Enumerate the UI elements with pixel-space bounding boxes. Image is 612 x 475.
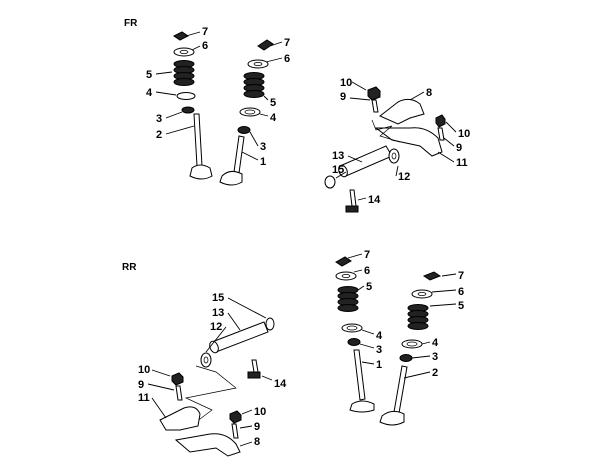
rr-rocker-callouts: 15 13 12 10 9 11 14 10 9 8 <box>138 292 287 448</box>
callout: 7 <box>202 26 208 38</box>
callout: 9 <box>138 379 144 391</box>
fr-left-valve <box>189 113 213 180</box>
callout: 9 <box>340 91 346 103</box>
callout: 3 <box>260 141 266 153</box>
callout: 12 <box>210 321 222 333</box>
callout: 3 <box>432 351 438 363</box>
rr-right-valve <box>379 365 408 426</box>
callout: 6 <box>364 265 370 277</box>
fr-left-valve-assembly <box>173 31 213 180</box>
fr-rocker-assembly <box>324 86 446 213</box>
callout: 7 <box>364 249 370 261</box>
callout: 5 <box>270 97 276 109</box>
callout: 10 <box>340 77 352 89</box>
rr-right-valve-assembly <box>379 271 442 426</box>
callout: 4 <box>376 330 383 342</box>
callout: 4 <box>146 87 153 99</box>
callout: 6 <box>284 53 290 65</box>
rr-valve-callouts: 7 6 5 4 3 1 7 6 5 4 3 2 <box>347 249 464 379</box>
rr-left-valve <box>349 349 375 413</box>
callout: 5 <box>366 281 372 293</box>
callout: 5 <box>146 69 152 81</box>
callout: 1 <box>260 156 266 168</box>
rr-left-valve-spring <box>337 286 359 312</box>
callout: 7 <box>284 37 290 49</box>
callout: 11 <box>456 157 468 169</box>
callout: 9 <box>456 142 462 154</box>
callout: 1 <box>376 359 382 371</box>
callout: 2 <box>432 367 438 379</box>
callout: 3 <box>376 344 382 356</box>
callout: 13 <box>332 150 344 162</box>
callout: 10 <box>138 364 150 376</box>
rr-rocker-assembly <box>159 317 275 457</box>
fr-rocker-callouts: 10 9 8 10 9 11 13 15 12 14 <box>332 77 470 206</box>
callout: 12 <box>398 171 410 183</box>
callout: 13 <box>212 307 224 319</box>
callout: 7 <box>458 270 464 282</box>
fr-right-valve-assembly <box>219 39 274 186</box>
callout: 5 <box>458 300 464 312</box>
callout: 3 <box>156 113 162 125</box>
callout: 8 <box>426 87 432 99</box>
fr-right-valve <box>219 135 245 186</box>
rr-left-valve-assembly <box>335 256 375 413</box>
callout: 15 <box>332 164 344 176</box>
fr-left-valve-spring <box>173 60 195 86</box>
callout: 9 <box>254 421 260 433</box>
section-label-front: FR <box>124 18 138 29</box>
callout: 14 <box>368 194 381 206</box>
callout: 4 <box>270 112 277 124</box>
callout: 10 <box>254 406 266 418</box>
callout: 8 <box>254 436 260 448</box>
fr-right-valve-spring <box>243 72 265 98</box>
callout: 2 <box>156 129 162 141</box>
callout: 4 <box>432 337 439 349</box>
callout: 6 <box>202 40 208 52</box>
callout: 10 <box>458 128 470 140</box>
section-label-rear: RR <box>122 262 137 273</box>
callout: 15 <box>212 292 224 304</box>
fr-valve-callouts: 7 6 5 4 3 2 7 6 5 4 3 1 <box>146 26 290 168</box>
callout: 14 <box>274 378 287 390</box>
rr-right-valve-spring <box>407 304 429 330</box>
callout: 11 <box>138 392 150 404</box>
callout: 6 <box>458 286 464 298</box>
